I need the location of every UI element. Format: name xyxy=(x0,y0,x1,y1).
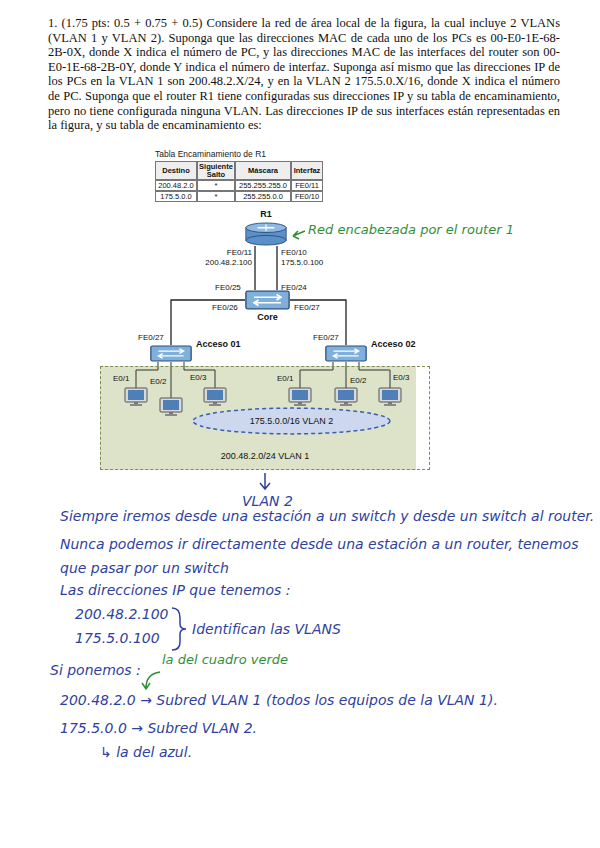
switch-shape xyxy=(245,290,290,310)
router-top xyxy=(246,223,286,233)
table-caption: Tabla Encaminamiento de R1 xyxy=(155,149,266,159)
port-label: FE0/27 xyxy=(294,303,320,312)
router-shape xyxy=(245,222,287,246)
port-label: FE0/24 xyxy=(281,283,307,292)
port-label: FE0/10 xyxy=(281,248,307,257)
switch-node: Acceso 01 xyxy=(150,345,192,362)
table-header: Siguiente Salto xyxy=(197,161,235,180)
switch-arrows xyxy=(333,349,358,359)
switch-shape xyxy=(150,345,192,362)
bracket xyxy=(172,608,186,650)
green-arrow xyxy=(142,672,160,689)
table-cell: 255.255.0.0 xyxy=(235,191,291,202)
table-header: Destino xyxy=(155,161,197,180)
problem-text: 1. (1.75 pts: 0.5 + 0.75 + 0.5) Consider… xyxy=(48,16,560,133)
vlan-ellipse: 175.5.0.0/16 VLAN 2 xyxy=(191,407,392,435)
link-line xyxy=(290,300,346,345)
link-line xyxy=(276,246,277,290)
node-heading: Core xyxy=(245,312,290,322)
handwritten-note: Siempre iremos desde una estación a un s… xyxy=(60,504,595,528)
table-cell: * xyxy=(197,191,235,202)
vlan-region: 200.48.2.0/24 VLAN 1 175.5.0.0/16 VLAN 2 xyxy=(100,366,430,470)
port-label: FE0/11 xyxy=(192,248,252,257)
table-header: Interfaz xyxy=(291,161,323,180)
link-line xyxy=(254,246,255,290)
handwritten-note: Identifican las VLANS xyxy=(192,617,341,641)
port-label: E0/1 xyxy=(113,374,129,383)
port-label: E0/2 xyxy=(150,377,166,386)
region-label: 200.48.2.0/24 VLAN 1 xyxy=(101,451,429,461)
vlan2-arrow xyxy=(260,473,270,489)
handwritten-note: Nunca podemos ir directamente desde una … xyxy=(60,532,580,580)
handwritten-note: 175.5.0.0 → Subred VLAN 2. xyxy=(60,716,257,740)
switch-body xyxy=(151,346,191,361)
table-cell: FE0/10 xyxy=(291,191,323,202)
port-label: FE0/25 xyxy=(215,283,241,292)
table-cell: 200.48.2.0 xyxy=(155,180,197,191)
link-line xyxy=(171,300,245,345)
port-label: E0/2 xyxy=(350,376,366,385)
router-base xyxy=(246,235,286,245)
ip-label: 175.5.0.100 xyxy=(281,258,323,267)
handwritten-note: 200.48.2.0 → Subred VLAN 1 (todos los eq… xyxy=(60,688,595,712)
handwritten-note: Red encabezada por el router 1 xyxy=(308,222,514,237)
switch-body xyxy=(326,346,366,361)
handwritten-note: 200.48.2.100 xyxy=(75,602,169,626)
node-heading: R1 xyxy=(245,209,287,219)
table-cell: 175.5.0.0 xyxy=(155,191,197,202)
node-heading: Acceso 01 xyxy=(196,339,241,349)
table-cell: 255.255.255.0 xyxy=(235,180,291,191)
handwritten-note: Las direcciones IP que tenemos : xyxy=(60,578,290,602)
router-node: R1 xyxy=(245,222,287,246)
switch-shape xyxy=(325,345,367,362)
table-cell: * xyxy=(197,180,235,191)
switch-arrows xyxy=(158,349,183,359)
port-label: FE0/27 xyxy=(313,333,339,342)
table-cell: FE0/11 xyxy=(291,180,323,191)
handwritten-note: 175.5.0.100 xyxy=(75,626,160,650)
handwritten-note: Si ponemos : xyxy=(50,658,141,682)
router-mark xyxy=(258,224,275,231)
node-heading: Acceso 02 xyxy=(371,339,416,349)
table-header: Máscara xyxy=(235,161,291,180)
port-label: E0/3 xyxy=(190,373,206,382)
port-label: FE0/26 xyxy=(212,303,238,312)
switch-body xyxy=(246,291,289,309)
green-arrow xyxy=(293,231,305,239)
switch-arrows xyxy=(254,294,281,305)
switch-node: Acceso 02 xyxy=(325,345,367,362)
switch-node: Core xyxy=(245,290,290,310)
port-label: E0/1 xyxy=(277,374,293,383)
handwritten-note: la del cuadro verde xyxy=(162,652,288,667)
handwritten-note: ↳ la del azul. xyxy=(100,740,192,764)
port-label: FE0/27 xyxy=(138,333,164,342)
ip-label: 200.48.2.100 xyxy=(182,258,252,267)
port-label: E0/3 xyxy=(393,373,409,382)
ellipse-label: 175.5.0.0/16 VLAN 2 xyxy=(191,416,392,426)
